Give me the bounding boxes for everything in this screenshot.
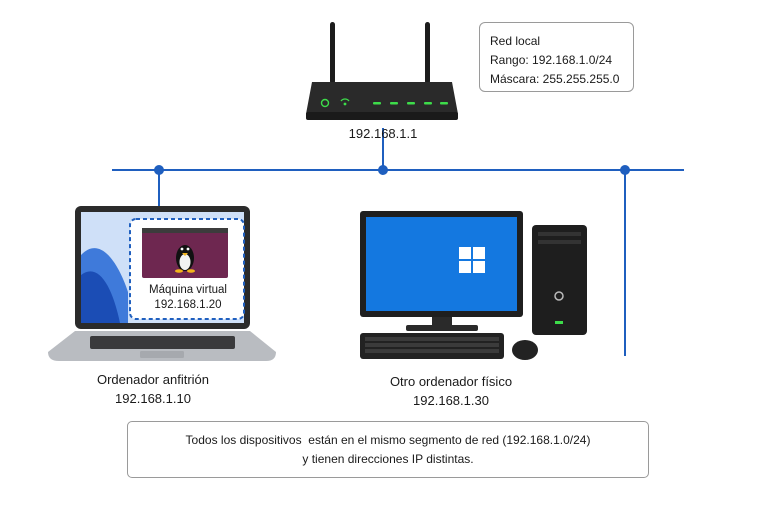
pc-name: Otro ordenador físico [389, 374, 513, 389]
router-antenna-left [330, 22, 335, 84]
vm-ip: 192.168.1.20 [154, 299, 222, 311]
summary-note: Todos los dispositivos están en el mismo… [127, 421, 649, 478]
summary-line-2: y tienen direcciones IP distintas. [302, 452, 474, 466]
router-leds [373, 102, 448, 105]
network-info-title: Red local [490, 34, 541, 48]
host-label: Ordenador anfitrión 192.168.1.10 [73, 370, 233, 408]
network-info-box: Red local Rango: 192.168.1.0/24 Máscara:… [479, 22, 634, 92]
desktop-pc-icon [360, 211, 587, 360]
pc-label: Otro ordenador físico 192.168.1.30 [371, 372, 531, 410]
network-info-range: Rango: 192.168.1.0/24 [490, 53, 613, 67]
router-ip-label: 192.168.1.1 [348, 126, 418, 141]
network-lines [112, 128, 684, 356]
network-info-mask: Máscara: 255.255.255.0 [490, 72, 620, 86]
junction-dot-pc [620, 165, 630, 175]
host-name: Ordenador anfitrión [96, 372, 209, 387]
summary-line-1: Todos los dispositivos están en el mismo… [185, 433, 591, 447]
network-junctions [154, 165, 630, 175]
vm-name: Máquina virtual [149, 284, 227, 296]
pc-tower [532, 225, 587, 335]
windows-logo-icon [459, 247, 485, 273]
linux-tux-icon [175, 245, 195, 273]
vm-label: Máquina virtual 192.168.1.20 [131, 283, 245, 313]
pc-ip: 192.168.1.30 [413, 393, 489, 408]
junction-dot-router [378, 165, 388, 175]
router-icon [306, 22, 458, 120]
junction-dot-host [154, 165, 164, 175]
mouse-icon [512, 340, 538, 360]
windows-desktop [366, 217, 517, 311]
host-ip: 192.168.1.10 [115, 391, 191, 406]
router-antenna-right [425, 22, 430, 84]
laptop-icon [48, 206, 276, 361]
